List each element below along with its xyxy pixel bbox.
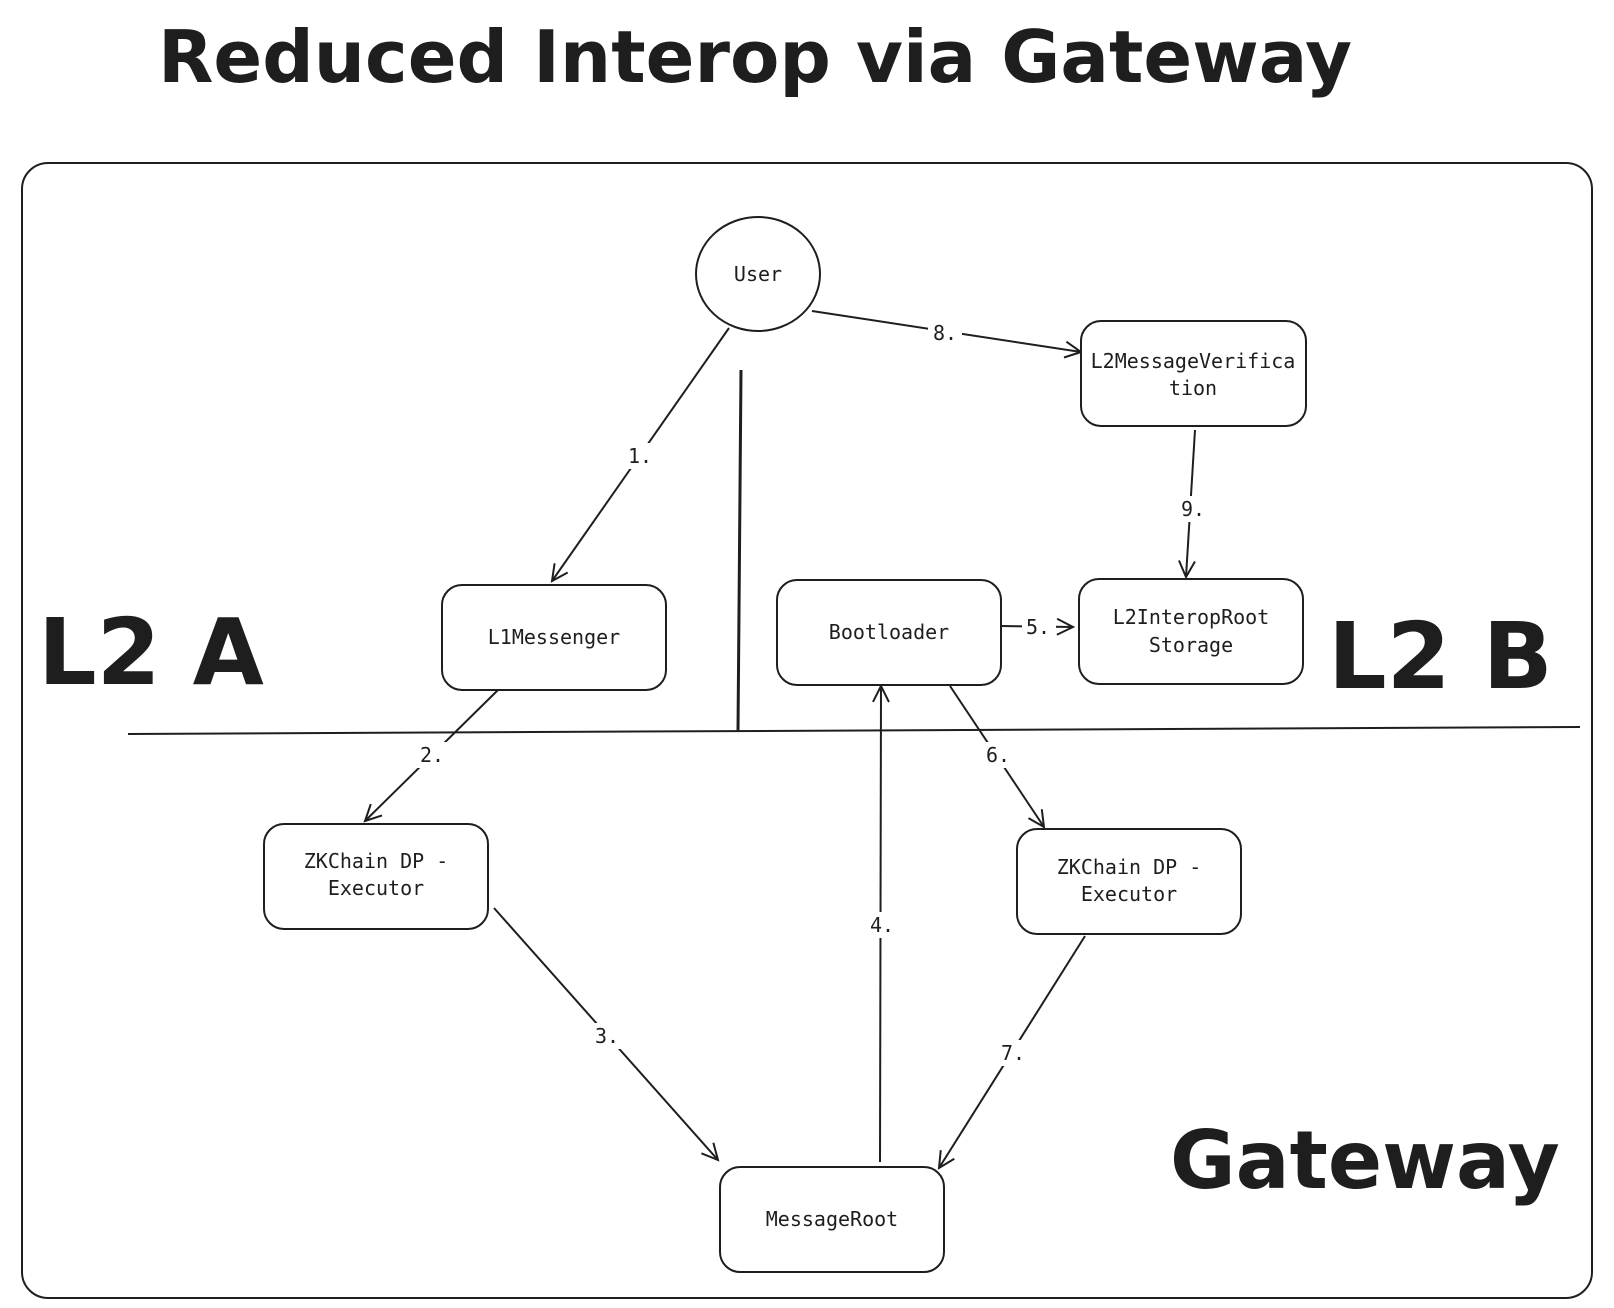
edge-label-2: 2. — [416, 742, 450, 768]
svg-text:tion: tion — [1169, 376, 1217, 400]
svg-text:Storage: Storage — [1149, 633, 1233, 657]
node-zkchain-executor-right: ZKChain DP - Executor — [1016, 828, 1242, 935]
node-l2messageverification: L2MessageVerifica tion — [1080, 320, 1307, 427]
svg-text:User: User — [734, 262, 782, 286]
svg-text:Bootloader: Bootloader — [829, 620, 949, 644]
svg-text:L2InteropRoot: L2InteropRoot — [1113, 605, 1270, 629]
edge-label-3: 3. — [590, 1023, 624, 1049]
node-user: User — [695, 216, 821, 332]
edge-label-1: 1. — [624, 443, 658, 469]
svg-text:7.: 7. — [1001, 1041, 1025, 1065]
node-bootloader: Bootloader — [776, 579, 1002, 686]
region-label-l2b: L2 B — [1328, 603, 1553, 710]
diagram-frame — [21, 162, 1593, 1299]
svg-text:2.: 2. — [420, 743, 444, 767]
svg-text:L1Messenger: L1Messenger — [488, 625, 620, 649]
svg-text:3.: 3. — [595, 1024, 619, 1048]
node-zkchain-executor-left: ZKChain DP - Executor — [263, 823, 489, 930]
svg-text:4.: 4. — [870, 913, 894, 937]
page-title: Reduced Interop via Gateway — [158, 15, 1352, 99]
node-messageroot: MessageRoot — [719, 1166, 945, 1273]
node-l1messenger: L1Messenger — [441, 584, 667, 691]
svg-text:5.: 5. — [1026, 615, 1050, 639]
svg-text:Executor: Executor — [1081, 882, 1177, 906]
svg-text:9.: 9. — [1181, 497, 1205, 521]
edge-label-5: 5. — [1022, 614, 1056, 640]
svg-text:8.: 8. — [933, 321, 957, 345]
svg-text:ZKChain DP -: ZKChain DP - — [1057, 855, 1202, 879]
svg-text:MessageRoot: MessageRoot — [766, 1207, 898, 1231]
edge-label-9: 9. — [1176, 496, 1210, 522]
edge-label-8: 8. — [928, 320, 962, 346]
svg-text:Executor: Executor — [328, 876, 424, 900]
svg-text:ZKChain DP -: ZKChain DP - — [304, 849, 449, 873]
horizontal-divider — [127, 726, 1581, 735]
svg-text:1.: 1. — [628, 444, 652, 468]
node-l2interoprootstorage: L2InteropRoot Storage — [1078, 578, 1304, 685]
vertical-divider — [736, 369, 743, 732]
edge-label-6: 6. — [982, 742, 1016, 768]
edge-label-4: 4. — [864, 912, 898, 938]
edge-label-7: 7. — [996, 1040, 1030, 1066]
region-label-l2a: L2 A — [38, 599, 264, 706]
region-label-gateway: Gateway — [1170, 1114, 1560, 1207]
svg-text:L2MessageVerifica: L2MessageVerifica — [1091, 349, 1296, 373]
svg-text:6.: 6. — [986, 743, 1010, 767]
